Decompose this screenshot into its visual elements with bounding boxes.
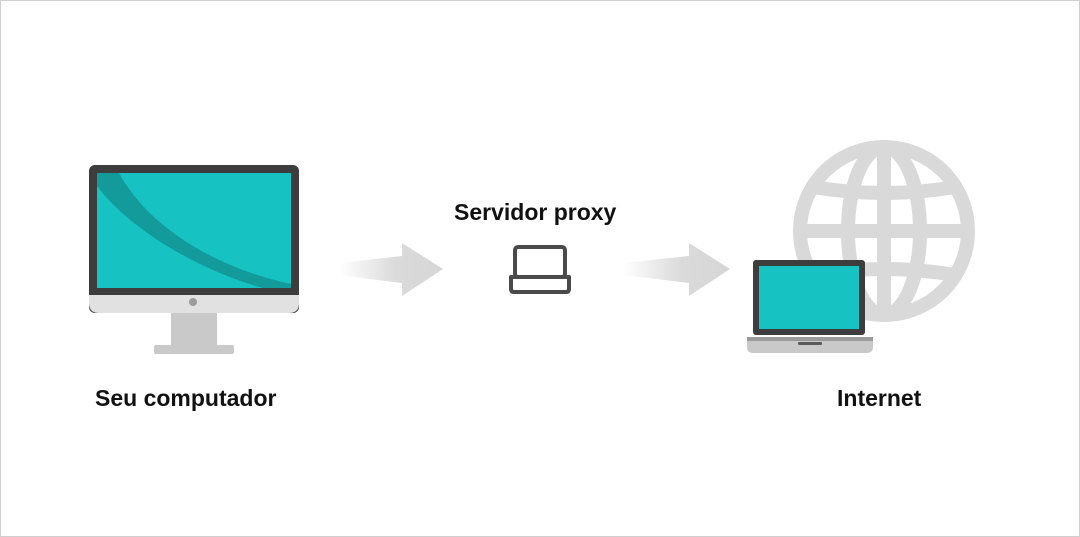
laptop-icon — [747, 260, 873, 353]
internet-label: Internet — [837, 385, 922, 411]
globe-icon — [793, 140, 975, 322]
arrow-right-icon — [339, 243, 443, 296]
desktop-computer-icon — [89, 165, 299, 354]
computer-label: Seu computador — [95, 385, 277, 411]
arrow-right-icon — [623, 243, 730, 296]
proxy-laptop-icon — [509, 245, 571, 294]
proxy-server-label: Servidor proxy — [454, 199, 617, 225]
